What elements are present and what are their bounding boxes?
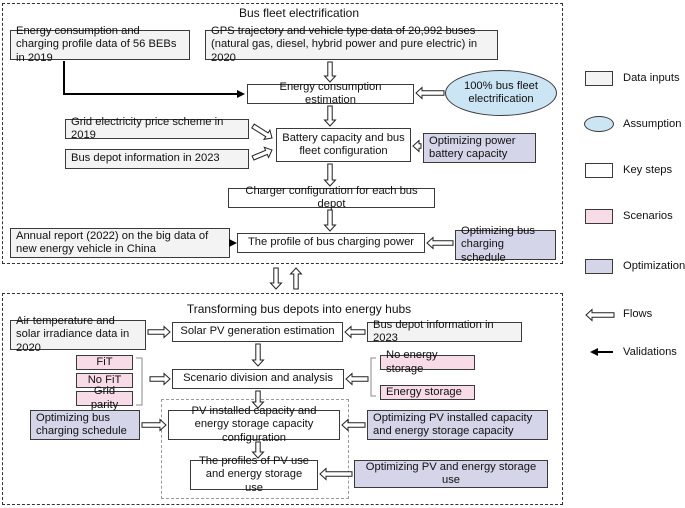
legend-flow-arrow [585, 308, 615, 322]
pv-config-subframe [161, 399, 349, 499]
legend-validations-label: Validations [623, 346, 677, 358]
arrow-solar-to-scenario [251, 343, 265, 367]
legend-key-steps-swatch [585, 163, 613, 178]
legend-key-steps-label: Key steps [623, 164, 673, 176]
grid-price-input: Grid electricity price scheme in 2019 [65, 116, 249, 141]
pv-capacity-optimization: Optimizing PV installed capacity and ene… [367, 410, 548, 440]
arrow-air-to-solar [147, 325, 171, 339]
arrow-battery-to-charger [323, 163, 337, 187]
legend-scenarios-label: Scenarios [623, 210, 673, 222]
arrow-assumption-to-energy [415, 86, 445, 100]
annual-report-input: Annual report (2022) on the big data of … [10, 228, 230, 258]
validation-energy-data [63, 61, 245, 98]
arrow-depot-to-solar [344, 325, 366, 339]
scenario-division-step: Scenario division and analysis [172, 369, 344, 389]
arrow-charging-opt-to-profile [426, 236, 454, 250]
charging-profile-step: The profile of bus charging power [237, 233, 425, 253]
validation-annual-report [229, 239, 237, 247]
battery-optimization: Optimizing power battery capacity [423, 133, 536, 163]
legend-scenarios-swatch [585, 209, 613, 224]
top-section-title: Bus fleet electrification [210, 6, 388, 20]
scenario-fit: FiT [76, 355, 133, 370]
arrow-gps-to-energy [323, 61, 337, 83]
depot-info-input-top: Bus depot information in 2023 [65, 149, 249, 169]
legend-data-inputs-swatch [585, 71, 613, 86]
charger-config-step: Charger configuration for each bus depot [228, 185, 435, 210]
legend-optimization-swatch [585, 259, 613, 274]
legend-flows-label: Flows [623, 308, 653, 320]
charging-optimization-bottom: Optimizing bus charging schedule [30, 410, 140, 440]
energy-hub-frame [2, 293, 563, 505]
bus-fleet-frame [2, 3, 563, 264]
depot-info-input-bottom: Bus depot information in 2023 [367, 319, 522, 344]
bottom-section-title: Transforming bus depots into energy hubs [165, 302, 433, 316]
arrow-charging-opt-to-pv [141, 418, 167, 432]
arrow-between-down [269, 267, 283, 290]
pv-use-profile-step: The profiles of PV use and energy storag… [190, 455, 318, 494]
legend-data-inputs-label: Data inputs [623, 72, 680, 84]
arrow-between-up [289, 267, 303, 290]
battery-config-step: Battery capacity and bus fleet configura… [276, 128, 411, 162]
arrow-grid-to-battery [251, 123, 273, 141]
arrow-depot-to-battery [251, 146, 273, 161]
energy-estimation-step: Energy consumption estimation [247, 81, 414, 106]
arrow-storage-to-scenario [345, 372, 369, 386]
energy-data-input: Energy consumption and charging profile … [10, 25, 190, 64]
arrow-pv-opt-to-pv [341, 418, 366, 432]
legend-optimization-label: Optimization [623, 260, 685, 272]
arrow-charger-to-profile [323, 209, 337, 232]
arrow-battery-opt-to-battery [412, 139, 422, 153]
solar-pv-step: Solar PV generation estimation [172, 322, 343, 342]
arrow-energy-to-battery [323, 105, 337, 127]
arrow-pv-to-profiles [251, 441, 265, 459]
arrow-scenario-to-pv [251, 390, 265, 409]
scenario-grid-parity: Grid parity [76, 385, 133, 411]
bracket-storage-scenarios [370, 357, 376, 397]
legend-validation-arrow [590, 348, 613, 356]
bracket-tariff-scenarios [136, 357, 143, 406]
arrow-pv-use-opt-to-profiles [319, 467, 353, 481]
assumption-ellipse: 100% bus fleet electrification [445, 70, 557, 116]
arrow-fit-to-scenario [149, 372, 171, 386]
scenario-storage: Energy storage [380, 385, 475, 400]
scenario-no-fit: No FiT [76, 373, 133, 388]
legend-assumption-label: Assumption [623, 118, 682, 130]
pv-use-optimization: Optimizing PV and energy storage use [354, 460, 548, 488]
legend-assumption-swatch [584, 116, 614, 132]
